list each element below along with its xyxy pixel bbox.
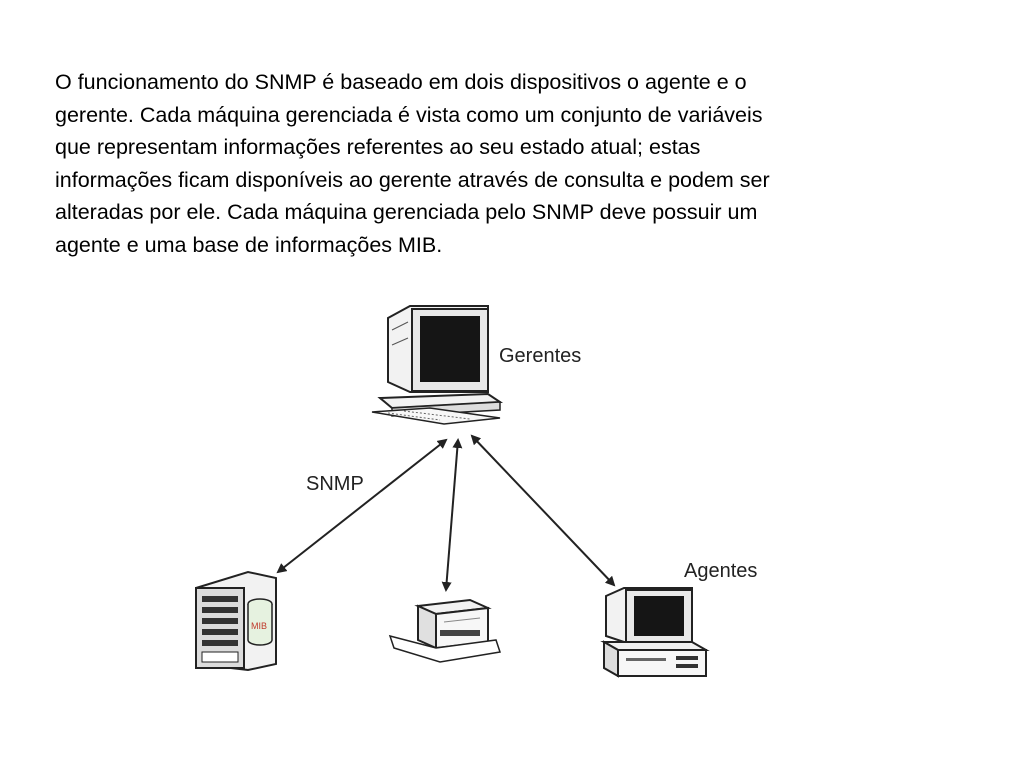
paragraph-line: alteradas por ele. Cada máquina gerencia… xyxy=(55,200,758,224)
mib-label: MIB xyxy=(251,621,267,631)
arrow-manager-server xyxy=(276,438,448,574)
mib-database-icon xyxy=(247,598,273,646)
server-icon xyxy=(195,570,277,672)
manager-label: Gerentes xyxy=(499,345,581,367)
manager-computer-icon xyxy=(371,305,504,425)
arrow-manager-agent xyxy=(470,434,616,587)
paragraph-line: O funcionamento do SNMP é baseado em doi… xyxy=(55,70,747,94)
printer-icon xyxy=(388,598,501,663)
arrow-manager-printer xyxy=(441,438,463,592)
agent-computer-icon xyxy=(600,587,710,678)
paragraph-line: agente e uma base de informações MIB. xyxy=(55,232,443,257)
agents-label: Agentes xyxy=(684,560,757,582)
protocol-label: SNMP xyxy=(306,473,364,495)
paragraph-line: que representam informações referentes a… xyxy=(55,135,701,159)
intro-paragraph: O funcionamento do SNMP é baseado em doi… xyxy=(55,66,925,261)
paragraph-line: informações ficam disponíveis ao gerente… xyxy=(55,167,770,192)
paragraph-line: gerente. Cada máquina gerenciada é vista… xyxy=(55,102,763,127)
